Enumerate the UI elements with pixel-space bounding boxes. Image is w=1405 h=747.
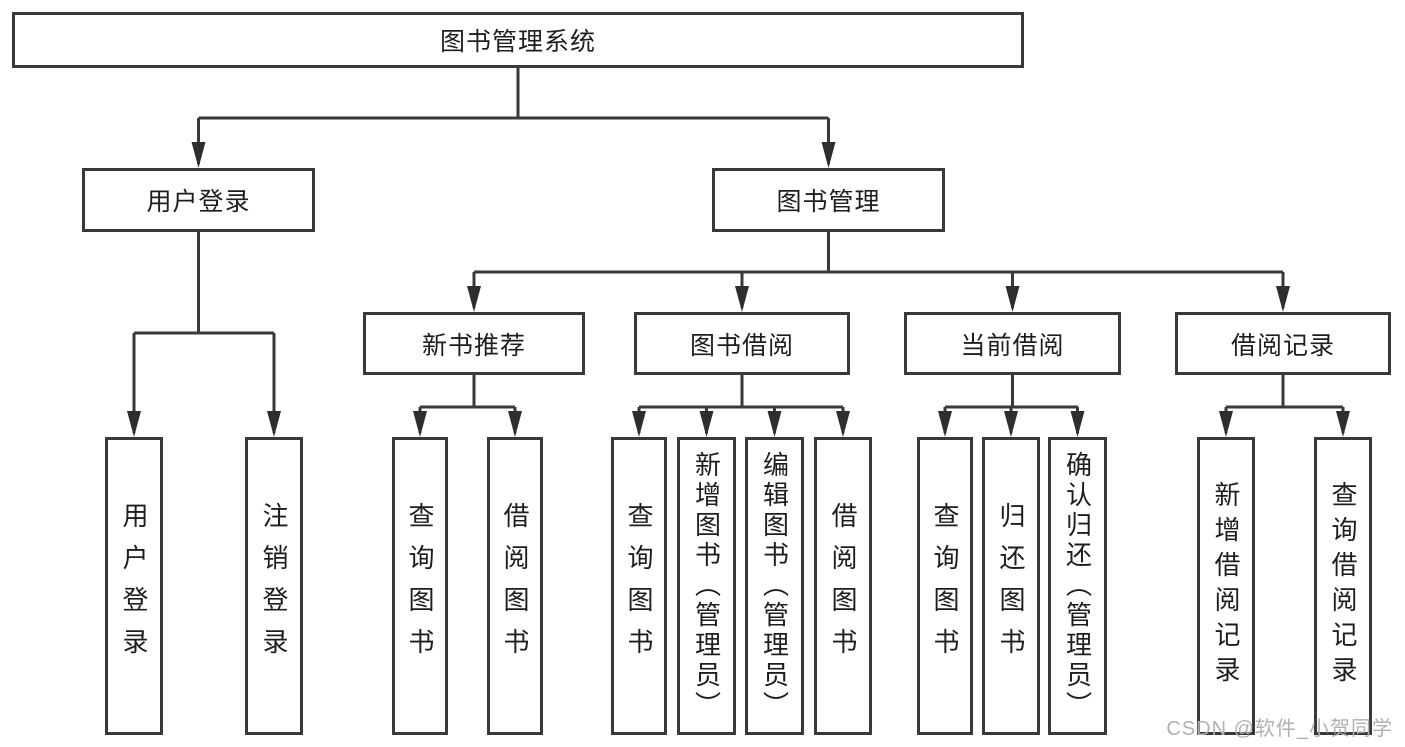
leaf-borrow-borrow-book-label: 借阅图书 bbox=[828, 502, 858, 670]
leaf-current-query-book-label: 查询图书 bbox=[930, 502, 960, 670]
leaf-newrec-borrow-book-label: 借阅图书 bbox=[500, 502, 530, 670]
leaf-borrow-edit-book-admin-label: 编辑图书（管理员） bbox=[759, 451, 790, 721]
leaf-records-add-record: 新增借阅记录 bbox=[1197, 437, 1255, 735]
node-book-management: 图书管理 bbox=[712, 168, 945, 232]
leaf-borrow-edit-book-admin: 编辑图书（管理员） bbox=[745, 437, 804, 735]
leaf-borrow-borrow-book: 借阅图书 bbox=[814, 437, 872, 735]
leaf-logout: 注销登录 bbox=[245, 437, 303, 735]
leaf-logout-label: 注销登录 bbox=[259, 502, 289, 670]
node-book-management-label: 图书管理 bbox=[776, 188, 881, 216]
leaf-records-query-record-label: 查询借阅记录 bbox=[1328, 481, 1358, 691]
leaf-borrow-add-book-admin: 新增图书（管理员） bbox=[677, 437, 736, 735]
leaf-newrec-query-book: 查询图书 bbox=[392, 437, 448, 735]
node-new-book-recommend: 新书推荐 bbox=[363, 312, 585, 375]
leaf-user-login: 用户登录 bbox=[105, 437, 163, 735]
node-root: 图书管理系统 bbox=[12, 12, 1024, 68]
node-current-borrow-label: 当前借阅 bbox=[960, 331, 1065, 360]
leaf-current-confirm-return-admin-label: 确认归还（管理员） bbox=[1062, 451, 1093, 721]
node-user-login: 用户登录 bbox=[82, 168, 315, 232]
leaf-newrec-query-book-label: 查询图书 bbox=[405, 502, 435, 670]
node-root-label: 图书管理系统 bbox=[439, 28, 596, 56]
node-borrow-records: 借阅记录 bbox=[1175, 312, 1391, 375]
leaf-current-return-book: 归还图书 bbox=[982, 437, 1040, 735]
leaf-borrow-add-book-admin-label: 新增图书（管理员） bbox=[691, 451, 722, 721]
leaf-borrow-query-book: 查询图书 bbox=[611, 437, 667, 735]
node-user-login-label: 用户登录 bbox=[146, 188, 251, 216]
leaf-current-return-book-label: 归还图书 bbox=[996, 502, 1026, 670]
watermark: CSDN @软件_小贺同学 bbox=[1166, 718, 1393, 740]
node-current-borrow: 当前借阅 bbox=[904, 312, 1121, 375]
node-borrow-records-label: 借阅记录 bbox=[1230, 331, 1335, 360]
leaf-current-confirm-return-admin: 确认归还（管理员） bbox=[1048, 437, 1107, 735]
leaf-user-login-label: 用户登录 bbox=[119, 502, 149, 670]
leaf-borrow-query-book-label: 查询图书 bbox=[624, 502, 654, 670]
node-book-borrow: 图书借阅 bbox=[634, 312, 850, 375]
node-book-borrow-label: 图书借阅 bbox=[689, 331, 794, 360]
node-new-book-recommend-label: 新书推荐 bbox=[421, 331, 526, 360]
leaf-records-query-record: 查询借阅记录 bbox=[1314, 437, 1372, 735]
leaf-records-add-record-label: 新增借阅记录 bbox=[1211, 481, 1241, 691]
leaf-newrec-borrow-book: 借阅图书 bbox=[487, 437, 543, 735]
leaf-current-query-book: 查询图书 bbox=[917, 437, 973, 735]
connector-paths bbox=[132, 68, 1345, 433]
